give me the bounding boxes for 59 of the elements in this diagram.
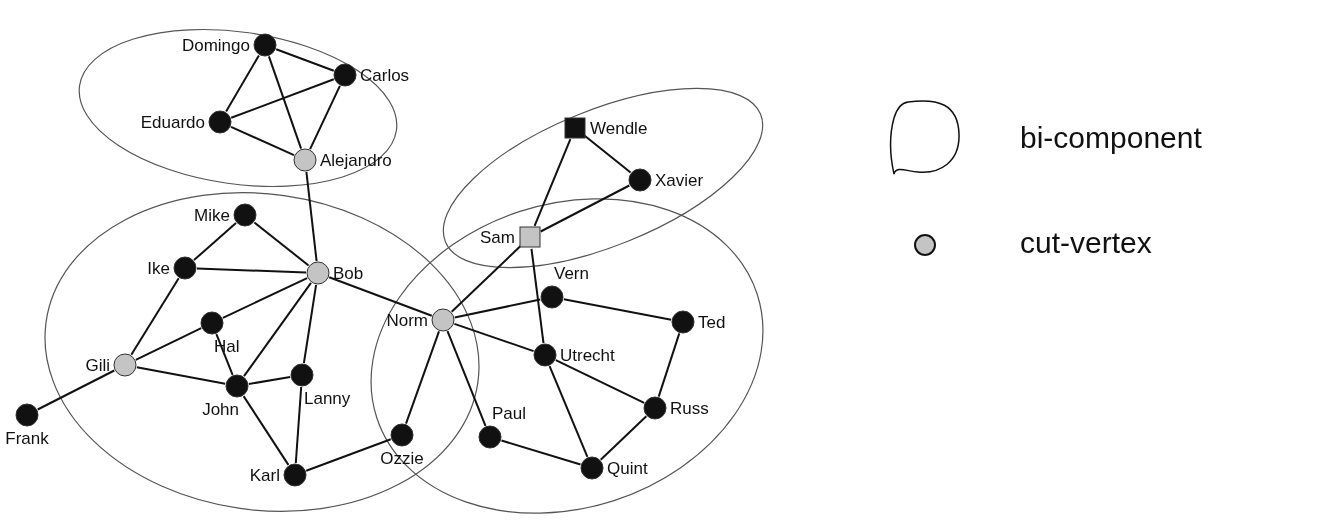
edge-line — [294, 386, 303, 464]
edge-line — [134, 327, 203, 361]
edge-line — [267, 55, 303, 150]
edge-line — [309, 84, 341, 151]
vertex-label: Utrecht — [560, 346, 615, 364]
vertex-label: Frank — [5, 430, 49, 447]
vertex-label: Ted — [698, 313, 726, 331]
vertex-label: Mike — [194, 206, 230, 224]
edge-line — [305, 438, 392, 472]
edge-line — [243, 281, 312, 378]
edge-line — [657, 332, 681, 398]
vertex-label: Carlos — [360, 66, 410, 84]
legend-label: cut-vertex — [1020, 228, 1152, 258]
vertex-label: John — [202, 401, 239, 418]
vertex-label: Wendle — [590, 119, 648, 137]
vertex-label: Vern — [554, 265, 589, 282]
edge-line — [221, 277, 309, 319]
edge-line — [253, 221, 310, 267]
edge-line — [242, 395, 290, 466]
edge-line — [196, 267, 307, 274]
edge-line — [533, 138, 572, 227]
edge-line — [530, 247, 545, 345]
edge-line — [225, 54, 260, 113]
edge-line — [583, 134, 632, 174]
vertex-label: Russ — [670, 399, 709, 417]
edge-line — [305, 170, 318, 263]
vertex-label: Bob — [333, 264, 364, 282]
vertex-label: Eduardo — [140, 113, 205, 131]
vertex-label: Norm — [386, 311, 428, 329]
edge-line — [230, 125, 295, 157]
edge-line — [328, 276, 433, 317]
edge-line — [275, 48, 335, 72]
vertex-label: Quint — [607, 459, 648, 477]
legend-label: bi-component — [1020, 123, 1202, 153]
vertex-label: Gili — [85, 356, 110, 374]
vertex-label: Domingo — [181, 36, 250, 54]
edge-line — [453, 298, 542, 319]
vertex-label: Xavier — [655, 171, 704, 189]
edge-line — [500, 439, 582, 466]
edge-line — [247, 376, 292, 385]
vertex-label: Karl — [249, 466, 280, 484]
vertex-label: Ike — [147, 259, 170, 277]
edge-line — [554, 359, 646, 404]
edge-line — [539, 184, 631, 233]
vertex-label: Sam — [480, 228, 515, 246]
vertex-label: Paul — [492, 405, 527, 422]
edge-line — [130, 277, 180, 356]
edge-line — [562, 298, 673, 321]
edge-line — [599, 415, 648, 461]
edge-line — [453, 322, 535, 353]
edge-line — [302, 283, 318, 365]
edge-line — [135, 366, 227, 385]
vertex-label: Lanny — [304, 390, 351, 407]
edge-line — [193, 221, 237, 262]
edge-line — [446, 330, 487, 427]
edge-line — [36, 369, 116, 411]
edge-line — [548, 365, 589, 458]
edge-line — [230, 78, 335, 119]
edge-line — [405, 330, 440, 425]
